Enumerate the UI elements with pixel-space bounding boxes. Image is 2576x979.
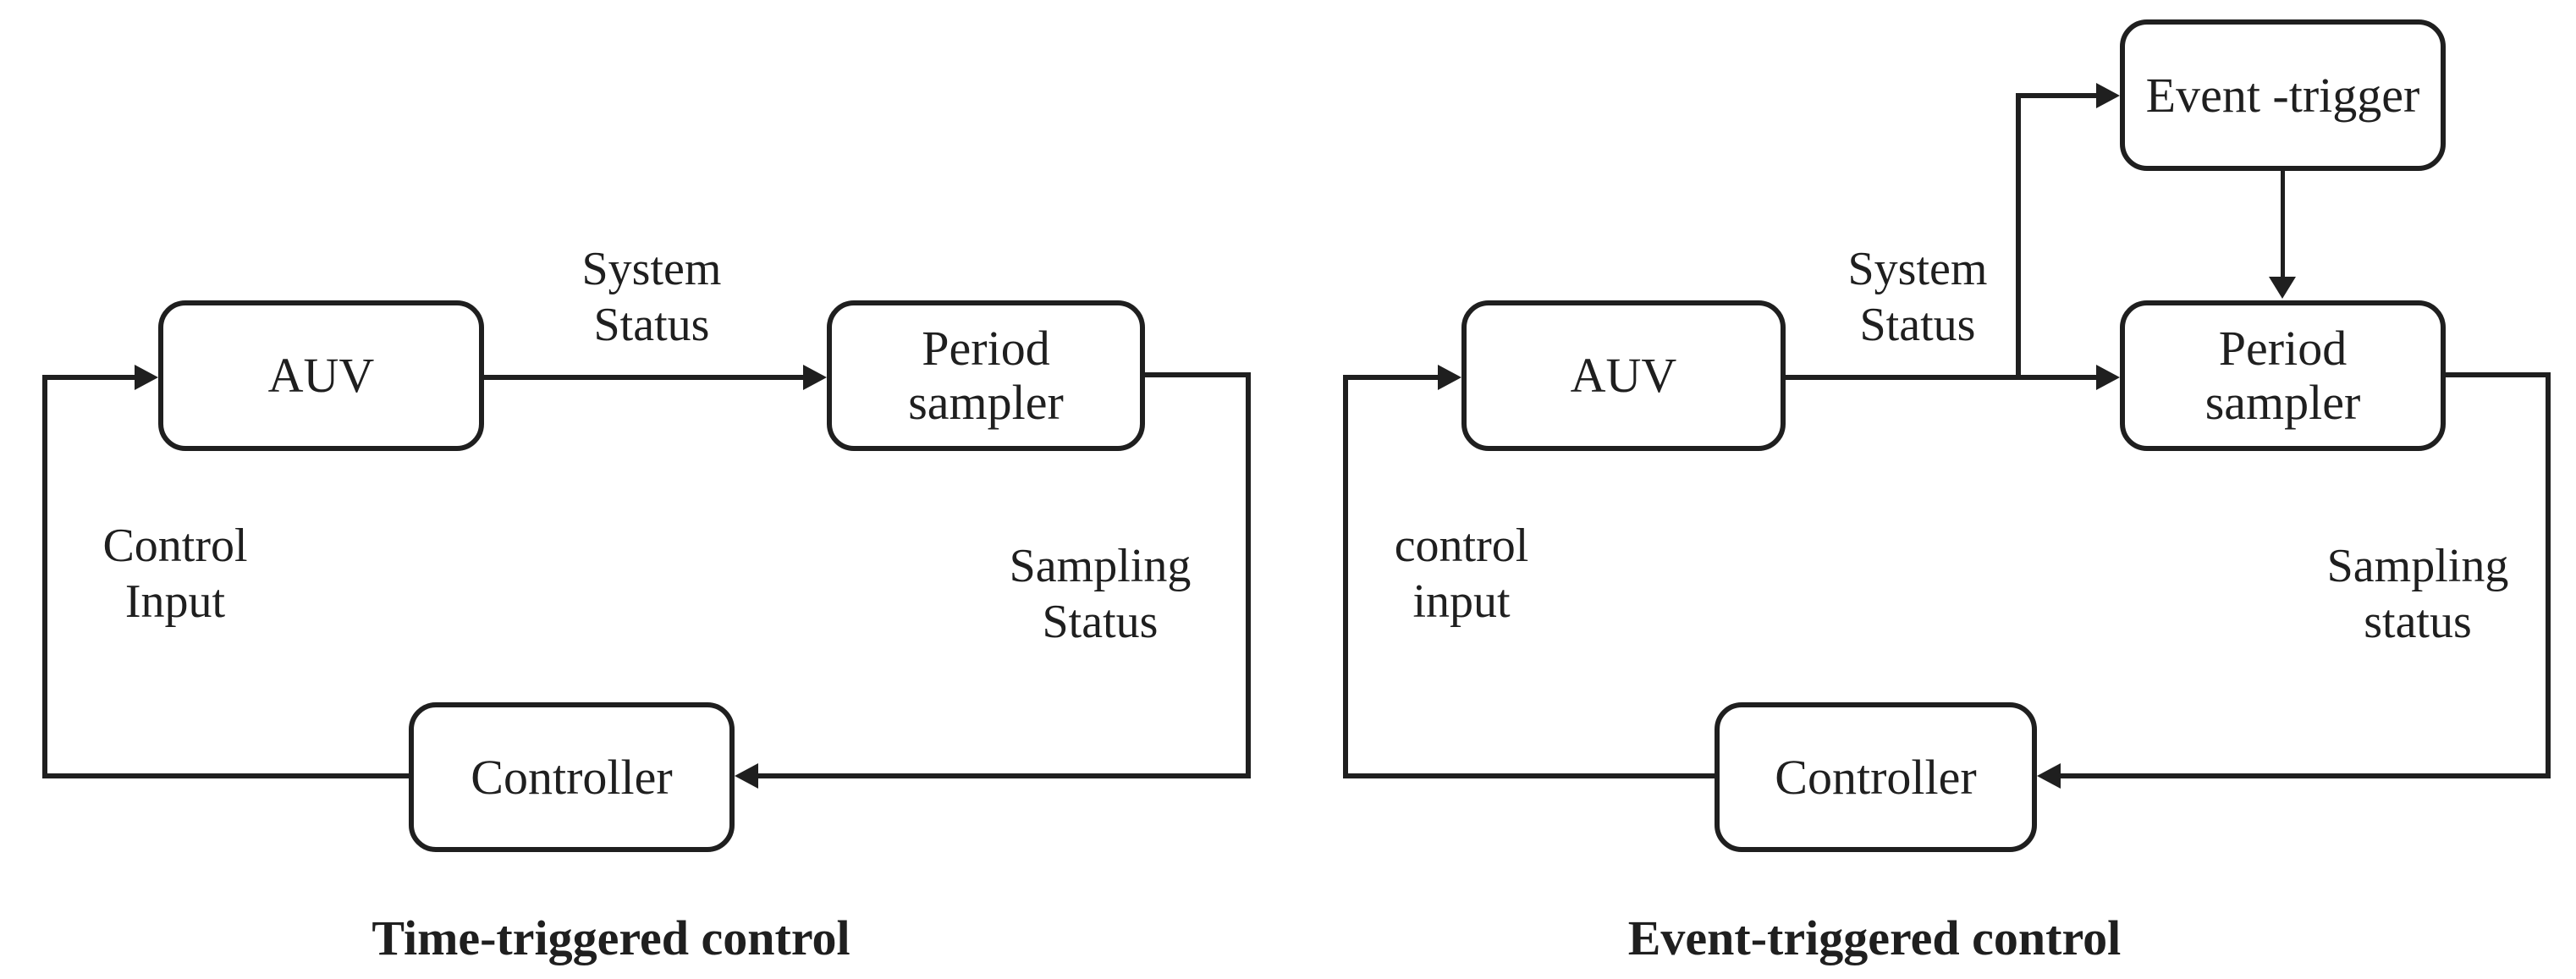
- system-status-label-right: System Status: [1847, 243, 1988, 351]
- sampling-status-label: Sampling Status: [1009, 540, 1192, 648]
- system-status-label: System Status: [581, 243, 722, 351]
- right-loop-vertical-line: [1246, 372, 1251, 778]
- controller-node-right-label: Controller: [1775, 749, 1977, 805]
- event-trigger-node-label: Event -trigger: [2145, 67, 2420, 123]
- time-triggered-caption: Time-triggered control: [372, 910, 850, 965]
- period-sampler-right-label-line1: Period: [2218, 321, 2348, 376]
- sampler-to-controller-arrowhead-icon: [735, 763, 758, 789]
- sampling-status-label-right: Sampling status: [2326, 540, 2509, 648]
- auv-to-sampler-line: [484, 375, 803, 380]
- event-trigger-node: Event -trigger: [2120, 19, 2446, 171]
- loop-to-auv-line-right: [1343, 375, 1438, 380]
- period-sampler-right-label-line2: sampler: [2204, 375, 2361, 430]
- auv-to-sampler-arrowhead-icon: [803, 365, 827, 390]
- sampler-to-controller-line-right: [2061, 773, 2551, 778]
- branch-vertical-line: [2016, 93, 2021, 380]
- period-sampler-node: Period sampler: [827, 300, 1145, 451]
- loop-to-auv-line: [42, 375, 135, 380]
- controller-out-line-right: [1343, 773, 1715, 778]
- left-loop-vertical-line: [42, 375, 47, 778]
- branch-to-event-arrowhead-icon: [2096, 83, 2120, 108]
- controller-node-label: Controller: [471, 749, 673, 805]
- sampler-to-controller-arrowhead-right-icon: [2037, 763, 2061, 789]
- controller-out-line: [42, 773, 409, 778]
- control-input-label-right: control input: [1394, 520, 1529, 628]
- auv-node-right: AUV: [1461, 300, 1786, 451]
- event-triggered-caption: Event-triggered control: [1627, 910, 2122, 965]
- event-to-sampler-arrowhead-icon: [2269, 277, 2296, 299]
- sampler-out-line: [1145, 372, 1251, 377]
- branch-to-event-line: [2016, 93, 2096, 98]
- left-loop-vertical-line-right: [1343, 375, 1348, 778]
- period-sampler-node-right: Period sampler: [2120, 300, 2446, 451]
- right-loop-vertical-line-right: [2546, 372, 2551, 778]
- auv-to-sampler-line-right: [1786, 375, 2096, 380]
- auv-node-label: AUV: [267, 348, 375, 403]
- event-to-sampler-line: [2281, 171, 2285, 277]
- loop-to-auv-arrowhead-right-icon: [1438, 365, 1461, 390]
- auv-node: AUV: [158, 300, 484, 451]
- period-sampler-label-line1: Period: [922, 321, 1050, 376]
- controller-node-right: Controller: [1715, 702, 2037, 852]
- auv-to-sampler-arrowhead-right-icon: [2096, 365, 2120, 390]
- control-input-label: Control Input: [102, 520, 248, 628]
- sampler-to-controller-line: [758, 773, 1251, 778]
- controller-node: Controller: [409, 702, 735, 852]
- sampler-out-line-right: [2446, 372, 2551, 377]
- auv-node-right-label: AUV: [1570, 348, 1677, 403]
- period-sampler-label-line2: sampler: [908, 375, 1064, 430]
- loop-to-auv-arrowhead-icon: [135, 365, 158, 390]
